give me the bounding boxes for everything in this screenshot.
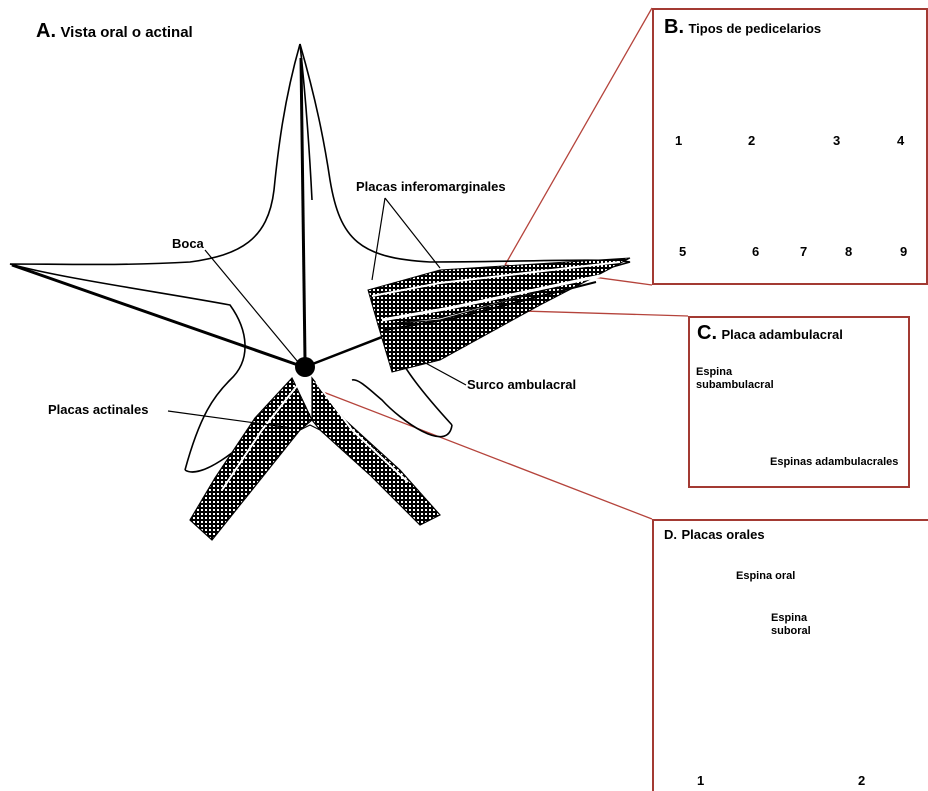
ambulacral-grooves (12, 58, 400, 365)
label-espina-subambulacral-line1: Espina (696, 366, 774, 379)
pedicellaria-number: 7 (800, 244, 807, 259)
panel-c-title-text: Placa adambulacral (721, 327, 842, 342)
pedicellaria-number: 4 (897, 133, 904, 148)
mouth (295, 357, 315, 377)
panel-b-letter: B. (664, 16, 684, 38)
panel-c-title: C. Placa adambulacral (697, 322, 843, 345)
pedicellaria-number: 3 (833, 133, 840, 148)
label-espina-subambulacral: Espina subambulacral (696, 366, 774, 392)
panel-d-title-text: Placas orales (681, 527, 764, 542)
panel-d-letter: D. (664, 527, 677, 542)
oral-plate-number: 1 (697, 773, 704, 788)
pedicellaria-number: 9 (900, 244, 907, 259)
label-boca: Boca (172, 236, 204, 251)
panel-d-title: D. Placas orales (664, 526, 765, 544)
right-arm-plates (368, 258, 630, 372)
pedicellaria-number: 2 (748, 133, 755, 148)
connector-lines (318, 8, 688, 519)
label-surco-ambulacral: Surco ambulacral (467, 377, 576, 392)
label-espina-oral: Espina oral (736, 570, 795, 582)
panel-b-frame (652, 8, 928, 285)
panel-c-letter: C. (697, 322, 717, 344)
pedicellaria-number: 6 (752, 244, 759, 259)
label-espinas-adambulacrales: Espinas adambulacrales (770, 456, 898, 468)
label-espina-suboral: Espina suboral (771, 612, 811, 638)
connector-b-top (505, 8, 652, 265)
panel-d-frame (652, 519, 928, 791)
panel-a-title: A. Vista oral o actinal (36, 20, 193, 43)
pedicellaria-number: 5 (679, 244, 686, 259)
pedicellaria-number: 1 (675, 133, 682, 148)
panel-a-letter: A. (36, 20, 56, 42)
label-espina-suboral-line1: Espina (771, 612, 811, 625)
label-placas-inferomarginales: Placas inferomarginales (356, 179, 506, 194)
panel-a-title-text: Vista oral o actinal (60, 24, 192, 41)
panel-b-title: B. Tipos de pedicelarios (664, 16, 821, 39)
label-placas-actinales: Placas actinales (48, 402, 148, 417)
pedicellaria-number: 8 (845, 244, 852, 259)
actinal-plates (190, 378, 440, 540)
label-espina-subambulacral-line2: subambulacral (696, 379, 774, 392)
oral-plate-number: 2 (858, 773, 865, 788)
panel-b-title-text: Tipos de pedicelarios (688, 21, 821, 36)
label-espina-suboral-line2: suboral (771, 625, 811, 638)
